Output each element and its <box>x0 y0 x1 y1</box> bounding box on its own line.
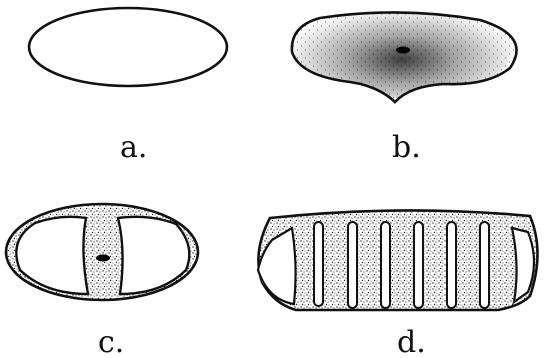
panel-d: d. <box>258 210 538 358</box>
panel-a: a. <box>29 8 227 165</box>
embryo-outline-d <box>258 210 537 310</box>
nucleus-c <box>96 255 110 262</box>
furrow-4 <box>414 222 423 308</box>
furrow-5 <box>447 222 456 308</box>
furrow-6 <box>480 222 489 308</box>
furrow-3 <box>381 222 390 308</box>
embryo-outline-a <box>29 8 227 86</box>
furrow-2 <box>348 222 357 308</box>
furrow-1 <box>314 222 323 306</box>
panel-c: c. <box>6 204 198 358</box>
panel-label-a: a. <box>120 130 147 165</box>
nucleus-b <box>396 47 410 54</box>
panel-label-c: c. <box>98 325 124 358</box>
panel-b: b. <box>292 2 517 165</box>
panel-label-b: b. <box>392 130 421 165</box>
panel-label-d: d. <box>397 325 426 358</box>
